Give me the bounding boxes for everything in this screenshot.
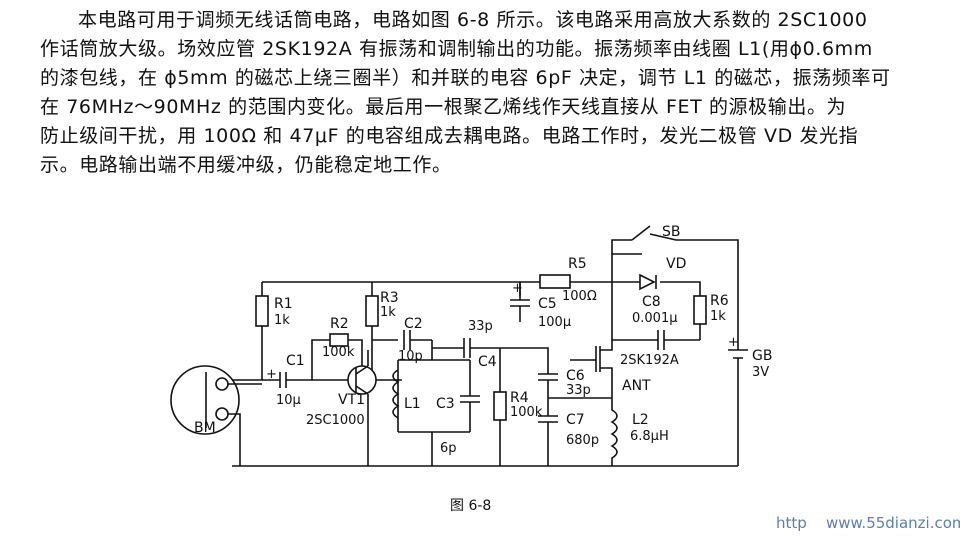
vt1-label: VT1 — [338, 392, 365, 408]
r3-value: 1k — [380, 305, 396, 320]
watermark-prefix: http — [776, 514, 807, 532]
r5-value: 100Ω — [562, 289, 597, 304]
c7-value: 680p — [566, 433, 599, 448]
c3-label: C3 — [436, 396, 455, 412]
r2-value: 100k — [322, 345, 355, 360]
c2-label: C2 — [404, 316, 423, 332]
watermark-site: www.55dianzi.com — [826, 514, 960, 532]
r6-value: 1k — [710, 309, 726, 324]
text-line: 在 76MHz～90MHz 的范围内变化。最后用一根聚乙烯线作天线直接从 FET… — [40, 96, 847, 118]
c4-label: C4 — [478, 354, 497, 370]
c1-polarity: + — [266, 367, 277, 382]
text-line: 防止级间干扰，用 100Ω 和 47μF 的电容组成去耦电路。电路工作时，发光二… — [40, 125, 859, 147]
r5-label: R5 — [568, 256, 587, 272]
r3-label: R3 — [380, 290, 399, 306]
c6-label: C6 — [566, 368, 585, 384]
c5-label: C5 — [538, 296, 557, 312]
text-line: 的漆包线，在 ϕ5mm 的磁芯上绕三圈半）和并联的电容 6pF 决定，调节 L1… — [40, 67, 891, 89]
c7-label: C7 — [566, 412, 585, 428]
description-paragraph: 本电路可用于调频无线话筒电路，电路如图 6-8 所示。该电路采用高放大系数的 2… — [40, 6, 920, 180]
r2-label: R2 — [330, 316, 349, 332]
gb-value: 3V — [752, 365, 769, 380]
c8-value: 0.001μ — [632, 311, 678, 326]
text-line: 本电路可用于调频无线话筒电路，电路如图 6-8 所示。该电路采用高放大系数的 2… — [78, 9, 868, 31]
c5-polarity: + — [512, 281, 523, 296]
gb-label: GB — [752, 348, 772, 364]
figure-caption: 图 6-8 — [450, 498, 491, 514]
r1-value: 1k — [274, 313, 290, 328]
l1-label: L1 — [404, 396, 421, 412]
bm-label: BM — [194, 420, 216, 436]
vd-label: VD — [666, 256, 686, 272]
vt1-value: 2SC1000 — [306, 413, 365, 428]
r6-label: R6 — [710, 293, 729, 309]
text-line: 示。电路输出端不用缓冲级，仍能稳定地工作。 — [40, 154, 452, 176]
c4-value: 33p — [468, 319, 493, 334]
c1-label: C1 — [286, 353, 305, 369]
r4-value: 100k — [510, 405, 543, 420]
text-line: 作话筒放大级。场效应管 2SK192A 有振荡和调制输出的功能。振荡频率由线圈 … — [40, 38, 873, 60]
r4-label: R4 — [510, 390, 529, 406]
ant-label: ANT — [622, 378, 651, 394]
gb-polarity: + — [728, 335, 739, 350]
r1-label: R1 — [274, 296, 293, 312]
c8-label: C8 — [642, 294, 661, 310]
c5-value: 100μ — [538, 315, 571, 330]
l2-value: 6.8μH — [630, 429, 669, 444]
c1-value: 10μ — [276, 393, 301, 408]
c6-value: 33p — [566, 383, 591, 398]
sb-label: SB — [662, 224, 681, 240]
c2-value: 10p — [398, 349, 423, 364]
fet-value: 2SK192A — [620, 353, 679, 368]
c3-value: 6p — [440, 441, 457, 456]
l2-label: L2 — [632, 412, 649, 428]
